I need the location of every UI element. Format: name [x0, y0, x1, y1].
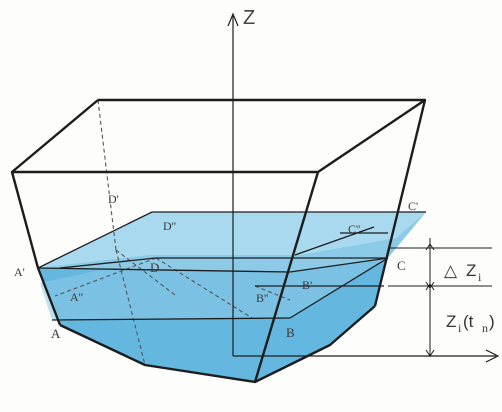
label-point-d-double-prime: D'': [163, 219, 176, 233]
label-point-a: A: [51, 326, 61, 341]
label-point-b-double-prime: B'': [256, 291, 268, 305]
label-point-b: B: [286, 325, 295, 340]
water-level-edges: [37, 211, 426, 321]
label-level-arg-subscript: n: [482, 321, 488, 335]
label-point-d-prime: D': [108, 192, 119, 206]
label-point-a-double-prime: A'': [70, 290, 83, 304]
label-level-z: Z: [446, 312, 456, 331]
label-point-c-double-prime: C'': [348, 222, 360, 236]
container-outline: [10, 98, 427, 384]
inner-level-plane: [40, 258, 388, 320]
label-point-d: D: [150, 260, 159, 275]
label-point-a-prime: A': [14, 265, 25, 279]
label-level-z-subscript: i: [458, 321, 462, 335]
label-point-c: C: [397, 258, 406, 273]
water-top-surface: [38, 212, 426, 268]
base-axis-arrowhead: [485, 349, 500, 363]
label-delta-z: Z: [466, 261, 476, 280]
label-point-b-prime: B': [302, 278, 312, 292]
label-level-close: ): [489, 312, 495, 331]
dimension-marks: [388, 238, 492, 357]
label-delta-z-subscript: i: [478, 270, 482, 284]
hidden-edges: [54, 99, 291, 366]
label-point-c-prime: C': [408, 199, 418, 213]
label-z-axis: Z: [243, 7, 255, 29]
label-delta-symbol: △: [444, 261, 458, 280]
z-axis-arrowhead: [227, 12, 239, 27]
label-level-arg: (t: [463, 312, 474, 331]
